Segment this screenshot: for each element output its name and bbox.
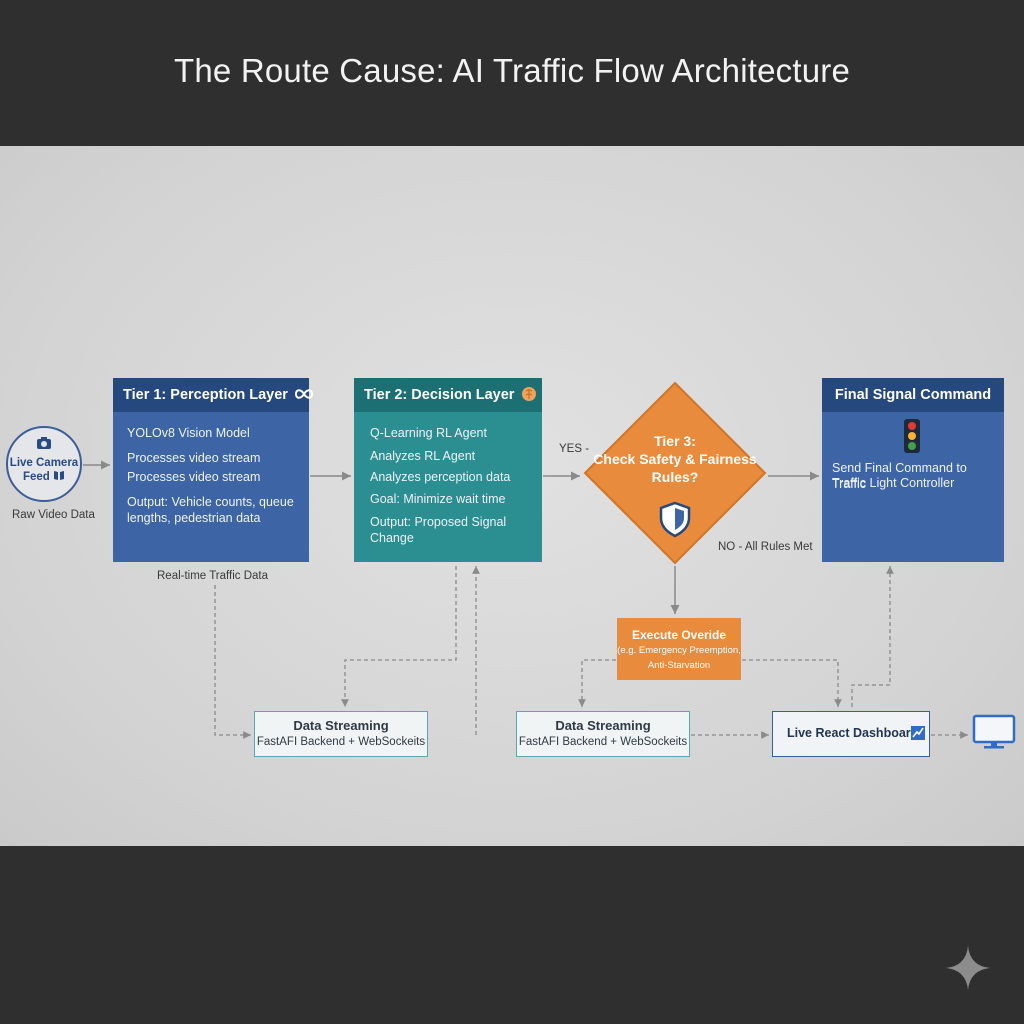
- tier1-line-2: Processes video stream: [127, 451, 261, 465]
- book-icon: [54, 471, 65, 480]
- streaming2-subtitle: FastAFI Backend + WebSockeits: [518, 736, 688, 748]
- streaming2-title: Data Streaming: [555, 718, 651, 733]
- camera-label-line2: Feed: [22, 471, 50, 483]
- traffic-light-icon: [904, 419, 920, 453]
- tier3-line-3: Rules?: [651, 469, 699, 485]
- final-signal-box: Final Signal Command Send Final Command …: [822, 378, 1004, 562]
- shield-icon: [659, 501, 691, 538]
- live-dashboard-box: Live React Dashboard: [772, 711, 930, 757]
- tier1-perception-box: Tier 1: Perception Layer YOLOv8 Vision M…: [113, 378, 313, 562]
- title-band: [0, 0, 1024, 146]
- tier3-line-2: Check Safety & Fairness: [593, 451, 757, 467]
- camera-label: Live Camera Feed: [8, 456, 80, 484]
- camera-label-line1: Live Camera: [9, 457, 79, 469]
- realtime-data-label: Real-time Traffic Data: [157, 570, 268, 582]
- brain-icon: [522, 387, 537, 401]
- tier2-decision-box: Tier 2: Decision Layer Q-Learning RL Age…: [354, 378, 542, 562]
- streaming1-title: Data Streaming: [293, 718, 389, 733]
- tier3-text: Tier 3: Check Safety & Fairness Rules?: [590, 432, 760, 486]
- raw-video-label: Raw Video Data: [12, 509, 95, 521]
- tier2-heading: Tier 2: Decision Layer: [354, 378, 542, 412]
- tier2-line-1: Q-Learning RL Agent: [370, 426, 487, 440]
- tier1-line-3: Processes video stream: [127, 470, 261, 484]
- tier1-line-5: lengths, pedestrian data: [127, 511, 261, 525]
- final-line-1: Send Final Command to Traffic: [832, 461, 967, 491]
- data-streaming-box-1: Data Streaming FastAFI Backend + WebSock…: [254, 711, 428, 757]
- diagram-title: The Route Cause: AI Traffic Flow Archite…: [173, 52, 851, 89]
- camera-icon: [37, 437, 51, 449]
- final-heading: Final Signal Command: [822, 378, 1004, 412]
- infinity-icon: [294, 389, 313, 399]
- tier2-line-3: Analyzes perception data: [370, 470, 511, 484]
- tier1-line-1: YOLOv8 Vision Model: [127, 426, 250, 440]
- execute-override-box: Execute Overide (e.g. Emergency Preempti…: [617, 618, 741, 680]
- tier1-heading: Tier 1: Perception Layer: [113, 378, 313, 412]
- monitor-icon: [972, 714, 1016, 749]
- tier1-line-4: Output: Vehicle counts, queue: [127, 495, 294, 509]
- tier2-line-4: Goal: Minimize wait time: [370, 492, 506, 506]
- tier2-line-2: Analyzes RL Agent: [370, 449, 476, 463]
- live-camera-feed-node: Live Camera Feed: [6, 426, 82, 502]
- tier3-decision-diamond: [583, 381, 767, 565]
- chart-icon: [911, 726, 925, 740]
- override-line-1: (e.g. Emergency Preemption,: [617, 645, 741, 656]
- data-streaming-box-2: Data Streaming FastAFI Backend + WebSock…: [516, 711, 690, 757]
- streaming1-subtitle: FastAFI Backend + WebSockeits: [256, 736, 426, 748]
- dashboard-title: Live React Dashboard: [787, 726, 919, 740]
- tier3-line-1: Tier 3:: [654, 433, 696, 449]
- tier1-heading-text: Tier 1: Perception Layer: [123, 387, 288, 403]
- no-branch-label: NO - All Rules Met: [718, 541, 813, 553]
- tier2-line-5: Output: Proposed Signal Change: [370, 515, 507, 545]
- tier2-heading-text: Tier 2: Decision Layer: [364, 387, 515, 403]
- sparkle-icon: [946, 946, 990, 990]
- yes-branch-label: YES -: [559, 443, 590, 455]
- final-line-2: Traffic Light Controller: [832, 476, 955, 490]
- bottom-band: [0, 846, 1024, 1024]
- override-title: Execute Overide: [631, 628, 727, 642]
- override-line-2: Anti-Starvation: [647, 660, 711, 671]
